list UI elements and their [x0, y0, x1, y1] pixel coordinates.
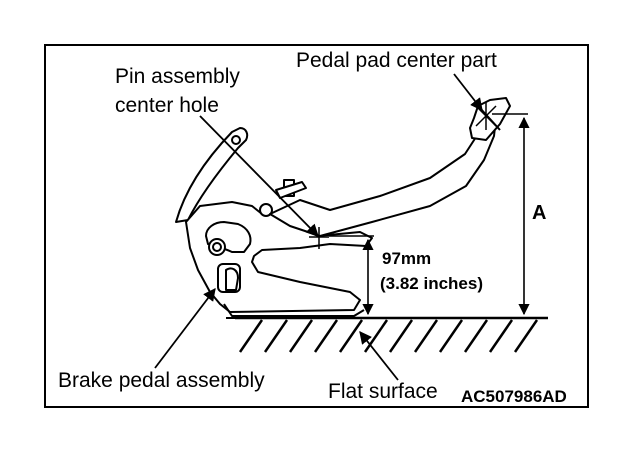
height-dimension-97mm — [329, 235, 374, 316]
pedal-pad-label: Pedal pad center part — [296, 49, 497, 72]
figure-frame — [44, 44, 589, 408]
height-inches-label: (3.82 inches) — [380, 274, 483, 293]
pin-center-crosshair — [309, 227, 329, 249]
pin-assembly-label-line1: Pin assembly — [115, 65, 240, 88]
height-dimension-a — [492, 113, 530, 316]
height-mm-label: 97mm — [382, 249, 431, 268]
leader-lines — [154, 73, 483, 381]
flat-surface-hatch — [235, 316, 548, 353]
flat-surface-label: Flat surface — [328, 380, 438, 403]
dimension-a-label: A — [532, 202, 546, 224]
pin-assembly-label-line2: center hole — [115, 94, 219, 117]
figure-code: AC507986AD — [461, 387, 567, 406]
brake-pedal-assembly-label: Brake pedal assembly — [58, 369, 265, 392]
brake-pedal-drawing — [175, 97, 511, 319]
